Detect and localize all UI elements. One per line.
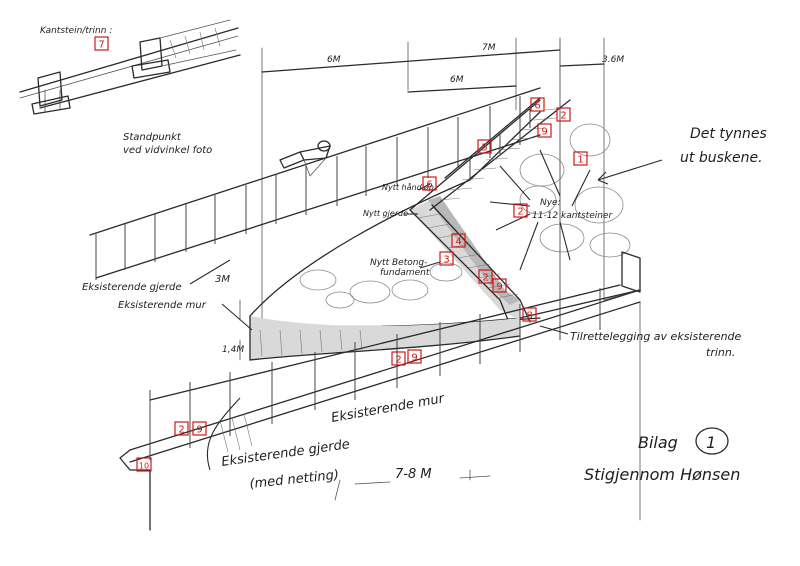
svg-text:2: 2: [560, 111, 566, 122]
standpunkt-label-2: ved vidvinkel foto: [123, 145, 212, 156]
dimension-lines: 6M 7M 3.6M 6M: [261, 37, 624, 331]
eksisterende-mur-bottom-label: Eksisterende mur: [330, 391, 447, 426]
marker-3: 3: [439, 251, 454, 266]
nytt-handlop-label: Nytt håndløp: [382, 182, 434, 192]
svg-text:8: 8: [526, 311, 532, 322]
svg-text:4: 4: [455, 237, 461, 248]
marker-2-mid: 2: [513, 203, 528, 218]
det-tynnes-label-1: Det tynnes: [690, 126, 767, 142]
marker-2-low: 2: [478, 269, 493, 284]
marker-6-top: 6: [530, 97, 545, 112]
svg-text:9: 9: [496, 282, 502, 293]
marker-8: 8: [522, 307, 537, 322]
nytt-betong-label-2: fundament: [380, 268, 430, 278]
bilag-label: Bilag: [638, 433, 678, 452]
nytt-betong-label-1: Nytt Betong-: [370, 258, 427, 268]
svg-text:6: 6: [426, 180, 432, 191]
bilag-number: 1: [706, 433, 716, 452]
svg-text:2: 2: [178, 425, 184, 436]
nytt-gjerde-label: Nytt gjerde: [363, 209, 408, 218]
dim-6m-top: 6M: [327, 55, 341, 65]
dim-3-6m: 3.6M: [602, 55, 624, 65]
eksisterende-gjerde-bottom-label-2: (med netting): [249, 468, 340, 492]
svg-text:9: 9: [196, 425, 202, 436]
marker-10: 10: [136, 457, 152, 472]
marker-5: 5: [477, 139, 492, 154]
tilrettelegging-label-2: trinn.: [706, 346, 735, 359]
eksisterende-gjerde-bottom-label-1: Eksisterende gjerde: [220, 437, 350, 470]
kantsteiner-label: 11-12 kantsteiner: [532, 211, 613, 221]
marker-2-front: 2: [391, 351, 406, 366]
svg-text:6: 6: [534, 101, 540, 112]
camera-icon: [279, 140, 331, 177]
dim-1-4m: 1,4M: [222, 345, 244, 355]
svg-text:2: 2: [395, 355, 401, 366]
svg-text:7: 7: [98, 40, 104, 51]
svg-text:9: 9: [541, 127, 547, 138]
dim-7-8m: 7-8 M: [395, 467, 432, 482]
kantstein-trinn-label: Kantstein/trinn :: [40, 26, 112, 36]
eksisterende-mur-label: Eksisterende mur: [118, 300, 207, 311]
existing-wall-block: [249, 315, 521, 361]
marker-9-low: 9: [492, 278, 507, 293]
det-tynnes-label-2: ut buskene.: [680, 150, 763, 166]
standpunkt-label-1: Standpunkt: [123, 132, 182, 143]
existing-wall-lower: [119, 284, 641, 531]
marker-7-kantstein: 7: [94, 36, 109, 51]
stigjennom-label: Stigjennom Hønsen: [584, 465, 740, 484]
tilrettelegging-label-1: Tilrettelegging av eksisterende: [570, 330, 742, 343]
svg-text:2: 2: [482, 273, 488, 284]
marker-2-left: 2: [174, 421, 189, 436]
svg-text:9: 9: [411, 353, 417, 364]
dimension-verticals: 3M 1,4M 7-8 M: [215, 274, 491, 501]
eksisterende-gjerde-label: Eksisterende gjerde: [82, 282, 182, 293]
marker-1: 1: [573, 151, 588, 166]
nye-label: Nye:: [540, 198, 561, 208]
svg-text:10: 10: [139, 462, 149, 471]
bushes-right: [519, 37, 641, 301]
dim-3m: 3M: [215, 274, 230, 285]
svg-text:3: 3: [443, 255, 449, 266]
svg-text:5: 5: [481, 143, 487, 154]
kantstein-inset: Kantstein/trinn :: [19, 19, 241, 115]
dim-7m: 7M: [482, 43, 496, 53]
markers: 7 6 2 9 5 1 6 2 4 3 2 9 8 2 9 2 9 10: [94, 36, 588, 472]
svg-text:2: 2: [517, 207, 523, 218]
marker-4: 4: [451, 233, 466, 248]
bilag-circle: [695, 427, 729, 455]
marker-9-top: 9: [537, 123, 552, 138]
marker-9-front: 9: [407, 349, 422, 364]
marker-9-left: 9: [192, 421, 207, 436]
labels: Standpunkt ved vidvinkel foto Det tynnes…: [82, 126, 767, 492]
marker-2-top: 2: [556, 107, 571, 122]
svg-text:1: 1: [577, 155, 583, 166]
existing-fence-upper: [89, 87, 541, 280]
marker-6-mid: 6: [422, 176, 437, 191]
dim-6m-mid: 6M: [450, 75, 464, 85]
